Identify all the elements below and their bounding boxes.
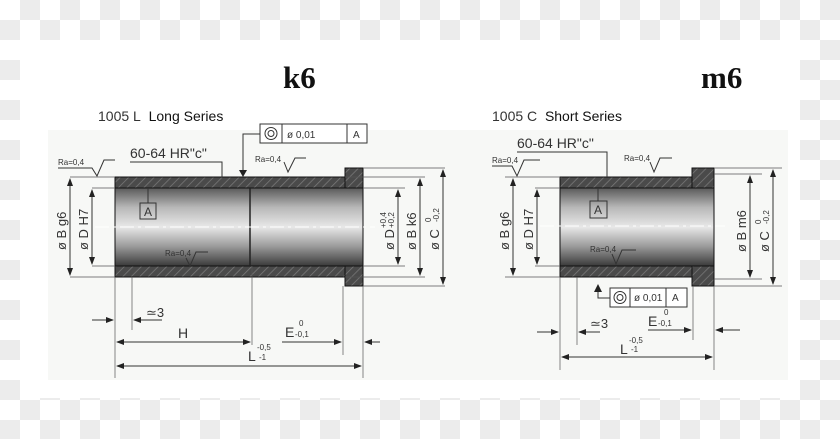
svg-text:60-64 HR"c": 60-64 HR"c"	[517, 135, 594, 151]
svg-text:L: L	[248, 348, 256, 364]
svg-text:-1: -1	[631, 345, 639, 354]
svg-text:ø D H7: ø D H7	[521, 209, 536, 250]
svg-text:Ra=0,4: Ra=0,4	[255, 155, 282, 164]
series-long-label: 1005 L Long Series	[98, 108, 223, 124]
svg-text:E: E	[285, 324, 294, 340]
svg-text:ø D: ø D	[382, 229, 397, 250]
long-series-bushing: A 60-64 HR"c" ø 0,01 A Ra=0,4 Ra=0,4 Ra=…	[54, 123, 446, 378]
svg-text:ø B k6: ø B k6	[404, 212, 419, 250]
svg-text:Ra=0,4: Ra=0,4	[165, 249, 192, 258]
series-name: Short Series	[544, 108, 622, 124]
svg-text:ø D H7: ø D H7	[76, 209, 91, 250]
svg-text:0: 0	[299, 319, 304, 328]
svg-text:0: 0	[424, 217, 433, 222]
svg-text:-0,5: -0,5	[257, 343, 271, 352]
svg-text:A: A	[144, 205, 152, 219]
svg-text:-0,2: -0,2	[432, 208, 441, 222]
series-code: 1005 C	[492, 108, 538, 124]
svg-text:-1: -1	[259, 353, 267, 362]
svg-text:0: 0	[664, 308, 669, 317]
svg-text:ø C: ø C	[427, 229, 442, 250]
svg-text:Ra=0,4: Ra=0,4	[590, 245, 617, 254]
svg-text:+0,4: +0,4	[379, 212, 388, 228]
svg-text:0: 0	[754, 219, 763, 224]
title-m6: m6	[701, 60, 743, 95]
svg-text:-0,1: -0,1	[295, 330, 309, 339]
svg-text:-0,1: -0,1	[658, 319, 672, 328]
svg-text:≃3: ≃3	[146, 305, 164, 320]
svg-text:ø 0,01: ø 0,01	[287, 130, 316, 141]
svg-text:A: A	[594, 203, 602, 217]
title-k6: k6	[283, 60, 316, 95]
svg-text:H: H	[178, 325, 188, 341]
svg-text:A: A	[672, 293, 679, 304]
series-name: Long Series	[148, 108, 224, 124]
svg-text:ø 0,01: ø 0,01	[634, 293, 663, 304]
svg-text:+0,2: +0,2	[387, 212, 396, 228]
svg-text:-0,5: -0,5	[629, 336, 643, 345]
short-series-bushing: A 60-64 HR"c" Ra=0,4 Ra=0,4 Ra=0,4 ø 0,0…	[492, 135, 782, 370]
svg-text:-0,2: -0,2	[762, 210, 771, 224]
svg-text:Ra=0,4: Ra=0,4	[58, 158, 85, 167]
series-short-label: 1005 C Short Series	[492, 108, 622, 124]
series-code: 1005 L	[98, 108, 141, 124]
svg-text:E: E	[648, 313, 657, 329]
svg-text:ø C: ø C	[757, 231, 772, 252]
svg-text:Ra=0,4: Ra=0,4	[624, 154, 651, 163]
svg-text:L: L	[620, 341, 628, 357]
svg-text:ø B m6: ø B m6	[734, 210, 749, 252]
svg-text:ø B g6: ø B g6	[497, 212, 512, 250]
svg-text:Ra=0,4: Ra=0,4	[492, 156, 519, 165]
svg-text:60-64 HR"c": 60-64 HR"c"	[130, 145, 207, 161]
svg-text:≃3: ≃3	[590, 316, 608, 331]
svg-text:A: A	[353, 130, 360, 141]
svg-text:ø B g6: ø B g6	[54, 212, 69, 250]
